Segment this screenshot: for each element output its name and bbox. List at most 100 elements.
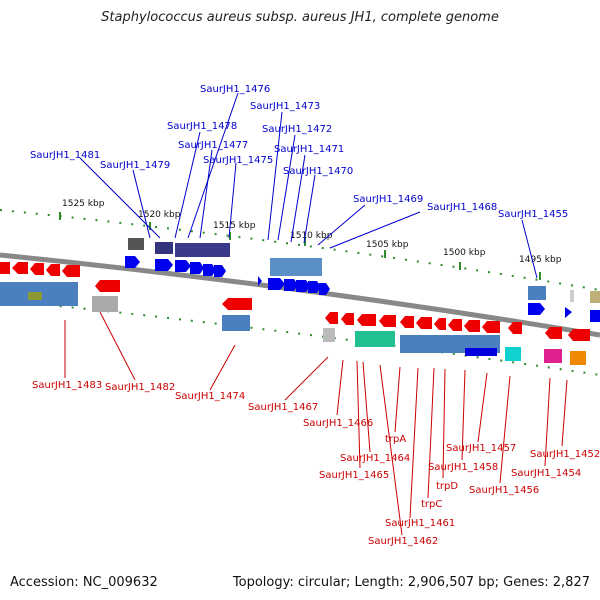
forward-gene-arrow	[203, 264, 216, 276]
reverse-gene-arrow	[568, 329, 590, 341]
gene-label: SaurJH1_1467	[248, 402, 318, 413]
scale-label: 1500 kbp	[443, 248, 486, 258]
map-title: Staphylococcus aureus subsp. aureus JH1,…	[101, 10, 499, 25]
reverse-genes	[0, 262, 590, 341]
reverse-gene-arrow	[46, 264, 60, 276]
gene-label: SaurJH1_1481	[30, 150, 100, 161]
gene-label: SaurJH1_1454	[511, 468, 581, 479]
reverse-gene-boxes	[0, 282, 586, 365]
scale-label: 1520 kbp	[138, 210, 181, 220]
accession-text: Accession: NC_009632	[10, 575, 158, 590]
gene-box	[155, 242, 173, 254]
gene-label: SaurJH1_1470	[283, 166, 353, 177]
gene-box	[323, 328, 335, 342]
forward-leader-lines	[79, 92, 538, 279]
reverse-gene-arrow	[12, 262, 28, 274]
gene-label: SaurJH1_1482	[105, 382, 175, 393]
reverse-gene-arrow	[222, 298, 252, 310]
forward-gene-boxes	[128, 238, 600, 303]
reverse-gene-arrow	[434, 318, 446, 330]
gene-box	[590, 291, 600, 303]
gene-label: SaurJH1_1462	[368, 536, 438, 547]
gene-label: SaurJH1_1474	[175, 391, 245, 402]
gene-box	[128, 238, 144, 250]
gene-box	[270, 258, 322, 276]
gene-label: SaurJH1_1473	[250, 101, 320, 112]
gene-box	[570, 290, 574, 302]
forward-gene-arrow	[175, 260, 191, 272]
gene-label: SaurJH1_1464	[340, 453, 410, 464]
gene-label: trpD	[436, 481, 458, 492]
gene-label: trpC	[421, 499, 442, 510]
gene-label: SaurJH1_1455	[498, 209, 568, 220]
reverse-gene-arrow	[400, 316, 414, 328]
forward-gene-labels: SaurJH1_1476 SaurJH1_1473 SaurJH1_1478 S…	[30, 84, 568, 220]
reverse-gene-arrow	[30, 263, 44, 275]
gene-label: SaurJH1_1461	[385, 518, 455, 529]
gene-label: SaurJH1_1477	[178, 140, 248, 151]
reverse-gene-arrow	[464, 320, 480, 332]
reverse-gene-arrow	[0, 262, 10, 274]
gene-label: SaurJH1_1457	[446, 443, 516, 454]
scale-label: 1515 kbp	[213, 221, 256, 231]
gene-label: SaurJH1_1471	[274, 144, 344, 155]
gene-box	[175, 243, 230, 257]
forward-gene-arrow	[308, 281, 321, 293]
gene-box	[544, 349, 562, 363]
gene-box	[355, 331, 395, 347]
gene-label: SaurJH1_1479	[100, 160, 170, 171]
gene-box	[570, 351, 586, 365]
gene-label: SaurJH1_1476	[200, 84, 270, 95]
reverse-gene-arrow	[62, 265, 80, 277]
gene-label: SaurJH1_1472	[262, 124, 332, 135]
inner-tick-track	[0, 299, 600, 376]
reverse-gene-arrow	[357, 314, 376, 326]
gene-label: SaurJH1_1452	[530, 449, 600, 460]
gene-box	[465, 348, 497, 356]
gene-label: SaurJH1_1478	[167, 121, 237, 132]
gene-box	[92, 296, 118, 312]
forward-gene-arrow	[284, 279, 298, 291]
reverse-leader-lines	[64, 311, 568, 536]
scale-label: 1505 kbp	[366, 240, 409, 250]
reverse-gene-arrow	[545, 327, 562, 339]
forward-gene-arrow	[268, 278, 285, 290]
forward-gene-arrow	[190, 262, 204, 274]
scale-label: 1525 kbp	[62, 199, 105, 209]
gene-label: SaurJH1_1458	[428, 462, 498, 473]
reverse-gene-arrow	[482, 321, 500, 333]
reverse-gene-arrow	[416, 317, 432, 329]
gene-label: SaurJH1_1469	[353, 194, 423, 205]
reverse-gene-arrow	[95, 280, 120, 292]
gene-label: trpA	[385, 434, 406, 445]
scale-label: 1495 kbp	[519, 255, 562, 265]
reverse-gene-labels: SaurJH1_1483 SaurJH1_1482 SaurJH1_1474 S…	[32, 380, 600, 547]
forward-gene-arrow	[319, 283, 330, 295]
gene-label: SaurJH1_1468	[427, 202, 497, 213]
forward-gene-arrow	[590, 310, 600, 322]
gene-label: SaurJH1_1465	[319, 470, 389, 481]
forward-genes	[125, 256, 600, 322]
forward-gene-arrow	[296, 280, 310, 292]
gene-label: SaurJH1_1483	[32, 380, 102, 391]
forward-gene-arrow	[258, 276, 262, 286]
outer-tick-track	[0, 209, 600, 291]
gene-box	[528, 286, 546, 300]
reverse-gene-arrow	[379, 315, 396, 327]
gene-label: SaurJH1_1475	[203, 155, 273, 166]
gene-box	[222, 315, 250, 331]
gene-label: SaurJH1_1466	[303, 418, 373, 429]
reverse-gene-arrow	[325, 312, 338, 324]
gene-box	[505, 347, 521, 361]
major-ticks	[59, 212, 541, 280]
forward-gene-arrow	[528, 303, 545, 315]
reverse-gene-arrow	[448, 319, 462, 331]
scale-label: 1510 kbp	[290, 231, 333, 241]
forward-gene-arrow	[565, 307, 572, 318]
forward-gene-arrow	[155, 259, 173, 271]
reverse-gene-arrow	[508, 322, 522, 334]
forward-gene-arrow	[125, 256, 140, 268]
genome-summary-text: Topology: circular; Length: 2,906,507 bp…	[232, 575, 590, 590]
gene-box	[28, 292, 42, 300]
